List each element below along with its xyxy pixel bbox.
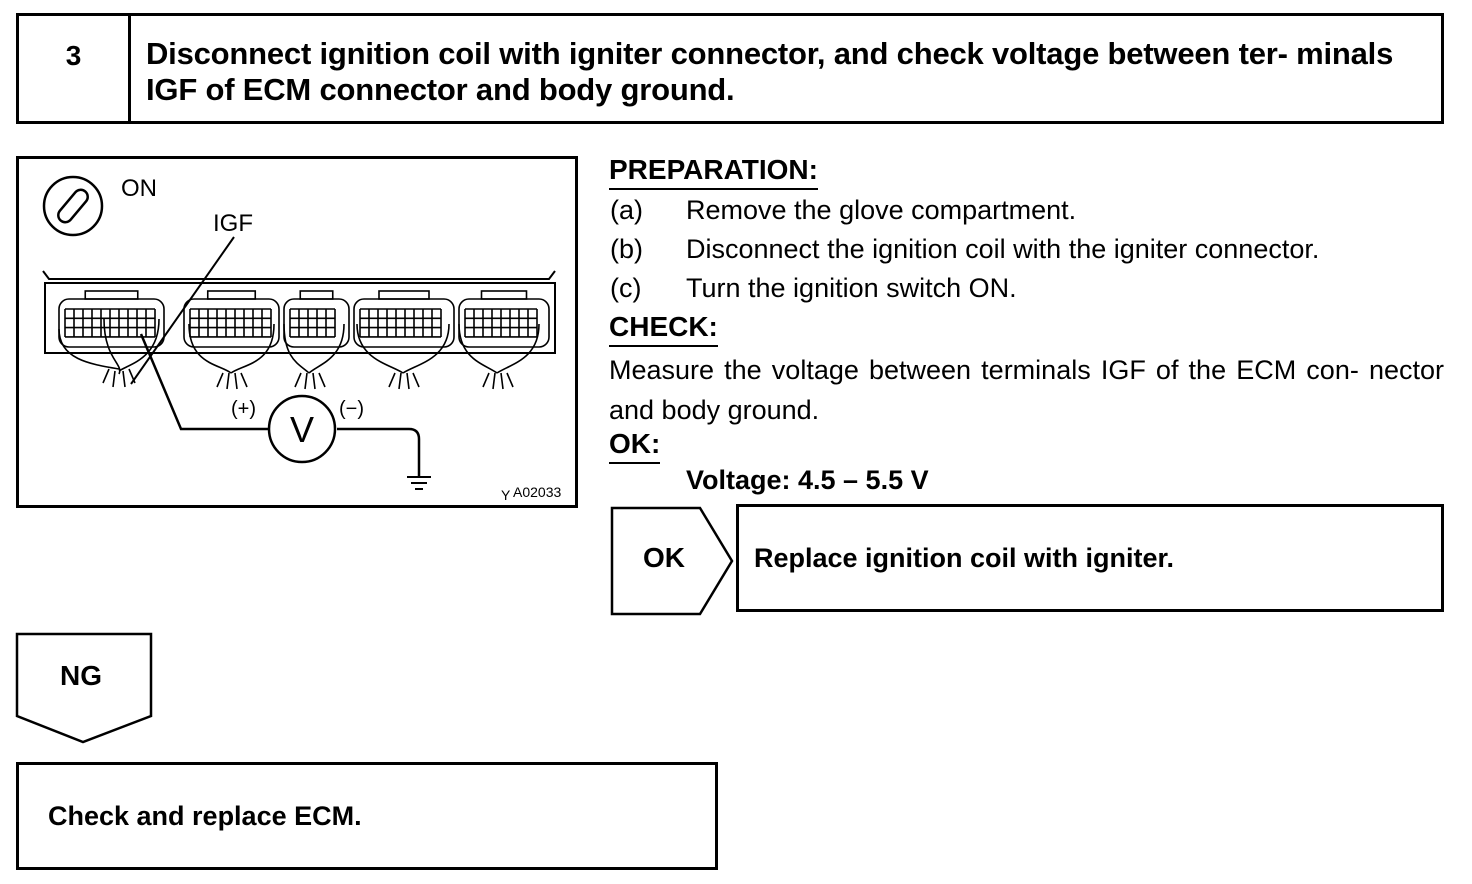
- ok-arrow-badge: [610, 506, 734, 616]
- ecm-body: [42, 270, 556, 354]
- ecm-connector: [58, 290, 165, 348]
- ng-label: NG: [60, 660, 102, 691]
- igf-label: IGF: [213, 210, 253, 237]
- ignition-switch-icon: [42, 175, 104, 237]
- step-title: Disconnect ignition coil with igniter co…: [146, 36, 1394, 107]
- minus-terminal-label: (−): [339, 398, 364, 420]
- ecm-connector: [353, 290, 455, 348]
- ok-result-text: Replace ignition coil with igniter.: [754, 543, 1175, 573]
- figure-prefix: Y: [501, 487, 511, 503]
- plus-terminal-label: (+): [231, 398, 256, 420]
- ecm-connector: [183, 290, 280, 348]
- step-number-cell: 3: [19, 16, 131, 121]
- ground-icon: [407, 476, 431, 490]
- ecm-connector-illustration: ON IGF V (+): [42, 175, 561, 503]
- voltage-spec: Voltage: 4.5 – 5.5 V: [686, 465, 929, 495]
- wire-harness: [58, 318, 540, 390]
- ng-arrow-badge: [15, 632, 153, 744]
- wiring-diagram: ON IGF V (+): [16, 156, 578, 508]
- igf-leader-line: [130, 236, 235, 385]
- ok-heading: OK:: [609, 428, 661, 464]
- positive-probe-wire: [139, 333, 269, 431]
- prep-step-letter: (a): [610, 195, 643, 225]
- step-header: 3 Disconnect ignition coil with igniter …: [16, 13, 1444, 124]
- figure-code: A02033: [513, 484, 561, 500]
- ecm-connector: [458, 290, 550, 348]
- prep-step-text: Disconnect the ignition coil with the ig…: [686, 234, 1320, 264]
- ng-result-text: Check and replace ECM.: [48, 801, 362, 831]
- check-text: Measure the voltage between terminals IG…: [609, 355, 1444, 425]
- switch-on-label: ON: [121, 175, 157, 202]
- voltmeter-icon: [267, 394, 337, 464]
- preparation-heading: PREPARATION:: [609, 154, 818, 190]
- step-number: 3: [65, 40, 82, 71]
- prep-step-letter: (c): [610, 273, 642, 303]
- prep-step-text: Turn the ignition switch ON.: [686, 273, 1017, 303]
- voltmeter-label: V: [290, 409, 314, 450]
- ng-result-box: Check and replace ECM.: [16, 762, 718, 870]
- negative-probe-wire: [337, 427, 421, 477]
- ok-result-box: Replace ignition coil with igniter.: [736, 504, 1444, 612]
- check-heading: CHECK:: [609, 311, 718, 347]
- ok-label: OK: [643, 542, 685, 573]
- prep-step-letter: (b): [610, 234, 643, 264]
- ecm-connector: [283, 290, 350, 348]
- prep-step-text: Remove the glove compartment.: [686, 195, 1077, 225]
